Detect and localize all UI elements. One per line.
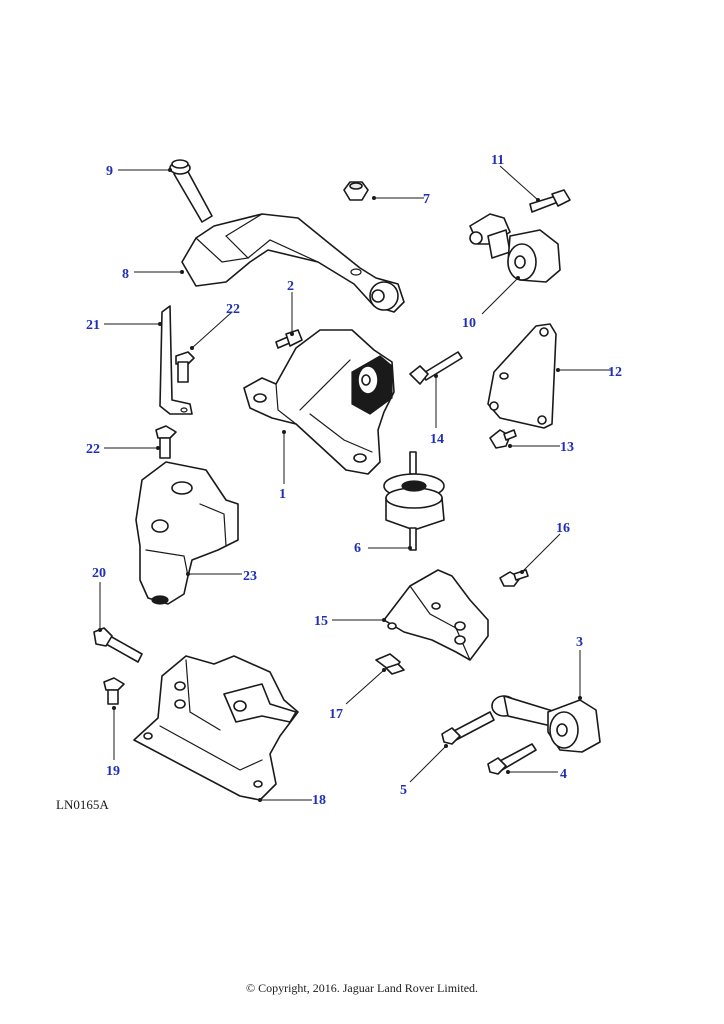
bolt-14-part [409, 351, 463, 385]
nut-7-part [343, 181, 369, 201]
bolt-22-lower-part [155, 425, 177, 459]
bolt-11-part [529, 189, 571, 213]
upper-arm-8-part [181, 213, 405, 313]
callout-20: 20 [92, 566, 106, 581]
copyright-notice: © Copyright, 2016. Jaguar Land Rover Lim… [245, 981, 479, 995]
diagram-reference-code: LN0165A [56, 797, 109, 812]
bolt-20-part [93, 627, 143, 663]
callout-5: 5 [400, 783, 407, 798]
bracket-15-part [383, 569, 489, 661]
callout-1: 1 [279, 487, 286, 502]
callout-4: 4 [560, 767, 567, 782]
hydraulic-mount-6-part [383, 451, 445, 551]
bracket-21-part [159, 305, 193, 415]
callout-9: 9 [106, 164, 113, 179]
callout-8: 8 [122, 267, 129, 282]
plate-12-part [487, 323, 557, 429]
bolt-22-upper-part [175, 351, 195, 383]
callout-16: 16 [556, 521, 570, 536]
callout-13: 13 [560, 440, 574, 455]
callout-11: 11 [491, 153, 504, 168]
callout-19: 19 [106, 764, 120, 779]
callout-18: 18 [312, 793, 326, 808]
engine-mount-1-part [243, 329, 395, 475]
callout-21: 21 [86, 318, 100, 333]
callout-7: 7 [423, 192, 430, 207]
rear-mount-10-part [469, 213, 561, 283]
callout-22-lower: 22 [86, 442, 100, 457]
callout-17: 17 [329, 707, 343, 722]
bolt-19-part [103, 677, 125, 705]
bolt-13-part [489, 429, 517, 449]
callout-14: 14 [430, 432, 444, 447]
callout-15: 15 [314, 614, 328, 629]
callout-3: 3 [576, 635, 583, 650]
mount-housing-23-part [135, 461, 239, 605]
bolt-5-part [441, 711, 495, 745]
leader-lines [98, 165, 612, 802]
callout-22-upper: 22 [226, 302, 240, 317]
bolt-4-part [487, 743, 537, 775]
callout-10: 10 [462, 316, 476, 331]
callout-12: 12 [608, 365, 622, 380]
torque-rod-3-part [491, 695, 601, 753]
bolt-17-part [375, 653, 405, 675]
callout-23: 23 [243, 569, 257, 584]
callout-labels: 1 2 3 4 5 6 7 8 9 10 11 12 13 14 15 16 1… [86, 153, 622, 808]
bolt-2-part [275, 329, 303, 349]
callout-6: 6 [354, 541, 361, 556]
bolt-9-part [169, 159, 213, 223]
callout-2: 2 [287, 279, 294, 294]
cradle-mount-18-part [133, 655, 299, 801]
